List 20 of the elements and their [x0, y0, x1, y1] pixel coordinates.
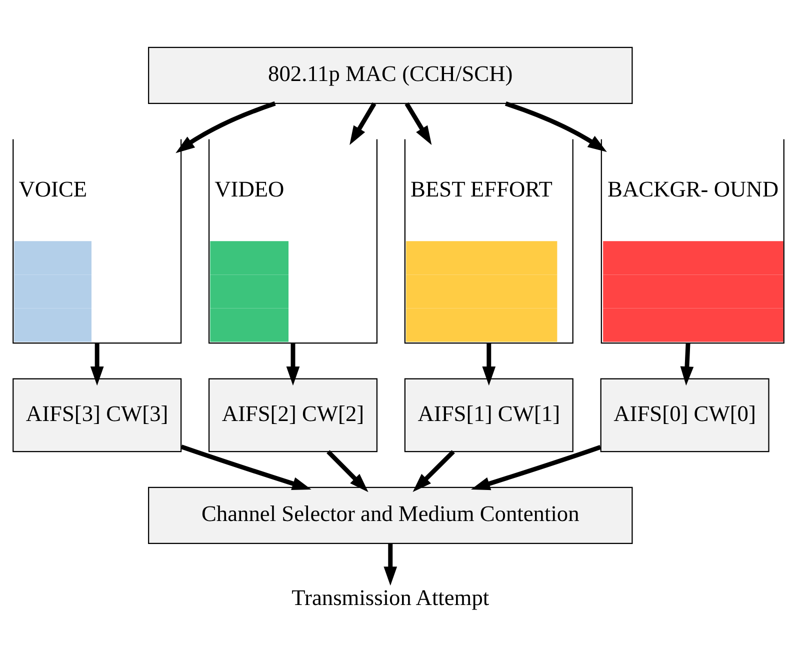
arrow — [90, 342, 104, 386]
arrow — [180, 444, 312, 490]
node-box: AIFS[2] CW[2] — [208, 378, 378, 452]
node-box: AIFS[1] CW[1] — [404, 378, 574, 452]
arrow — [482, 342, 496, 386]
arrow — [412, 450, 455, 492]
node-text: Transmission Attempt — [292, 584, 490, 610]
arrow — [326, 450, 368, 492]
arrow — [350, 102, 376, 145]
arrow — [286, 342, 300, 386]
arrow — [404, 102, 432, 145]
arrow — [176, 100, 276, 153]
arrow — [680, 342, 694, 386]
node-box: 802.11p MAC (CCH/SCH) — [148, 46, 633, 104]
arrow — [504, 100, 607, 152]
node-box: AIFS[3] CW[3] — [12, 378, 182, 452]
node-box: AIFS[0] CW[0] — [600, 378, 770, 452]
node-box: Channel Selector and Medium Contention — [148, 486, 633, 544]
arrow — [384, 543, 398, 586]
arrow — [470, 444, 602, 490]
